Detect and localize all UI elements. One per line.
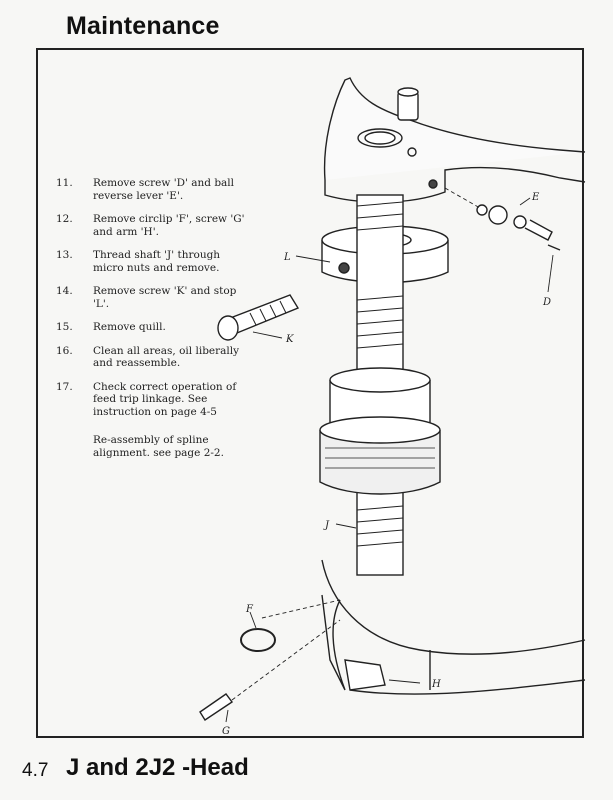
- page-title: Maintenance: [66, 12, 220, 40]
- step-number: 13.: [56, 249, 73, 261]
- lever-e-and-screw-d: [476, 204, 561, 251]
- step-item: 16. Clean all areas, oil liberally and r…: [56, 345, 246, 370]
- label-pointers: [225, 197, 554, 723]
- step-text: Remove screw 'K' and stop 'L'.: [93, 285, 237, 310]
- illustration-frame: [36, 48, 584, 738]
- screw-k: [217, 294, 300, 341]
- step-text: Clean all areas, oil liberally and reass…: [93, 344, 240, 370]
- step-item: 11. Remove screw 'D' and ball reverse le…: [56, 177, 246, 202]
- micro-nuts: [319, 367, 441, 495]
- label-l: L: [283, 252, 291, 263]
- step-text: Check correct operation of feed trip lin…: [93, 380, 237, 418]
- step-text: Thread shaft 'J' through micro nuts and …: [93, 249, 221, 274]
- step-number: 11.: [56, 177, 73, 189]
- step-number: 16.: [56, 344, 73, 357]
- step-number: 12.: [56, 213, 73, 225]
- label-g: G: [222, 726, 230, 737]
- step-item: 15. Remove quill.: [56, 321, 246, 334]
- step-text: Remove screw 'D' and ball reverse lever …: [93, 177, 235, 202]
- section-title: J and 2J2 -Head: [66, 754, 249, 781]
- label-j: J: [323, 520, 330, 531]
- arm-h: [344, 659, 386, 691]
- label-e: E: [531, 192, 540, 203]
- step-item: 14. Remove screw 'K' and stop 'L'.: [56, 285, 246, 310]
- screw-g: [199, 693, 234, 721]
- label-f: F: [245, 604, 254, 615]
- part-labels: E D L K J F H G: [222, 192, 551, 737]
- page-number: 4.7: [22, 760, 49, 781]
- leader-lines: [231, 187, 481, 701]
- step-item: 17. Check correct operation of feed trip…: [56, 381, 246, 419]
- step-text: Remove quill.: [93, 321, 166, 333]
- step-number: 17.: [56, 380, 73, 393]
- step-number: 14.: [56, 285, 73, 297]
- lower-casting: [321, 559, 586, 695]
- label-d: D: [542, 297, 551, 308]
- instruction-list: 11. Remove screw 'D' and ball reverse le…: [56, 177, 246, 429]
- label-h: H: [431, 679, 441, 690]
- step-number: 15.: [56, 321, 73, 333]
- reassembly-note: Re-assembly of spline alignment. see pag…: [93, 434, 224, 459]
- circlip-f: [240, 628, 276, 652]
- step-item: 13. Thread shaft 'J' through micro nuts …: [56, 249, 246, 274]
- label-k: K: [285, 334, 294, 345]
- step-text: Remove circlip 'F', screw 'G' and arm 'H…: [93, 213, 245, 238]
- upper-casting: [323, 77, 586, 203]
- step-item: 12. Remove circlip 'F', screw 'G' and ar…: [56, 213, 246, 238]
